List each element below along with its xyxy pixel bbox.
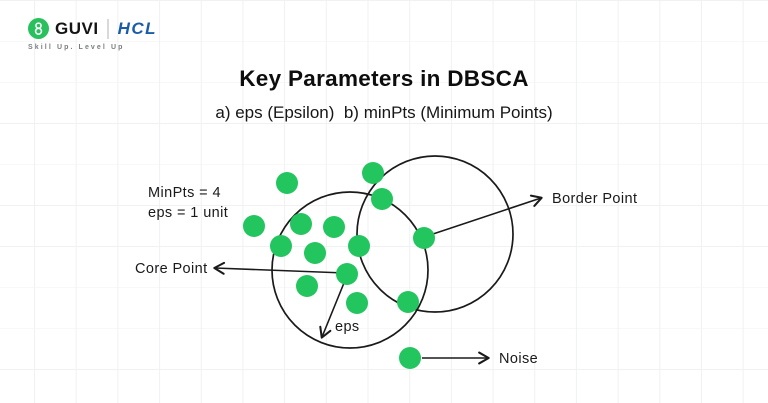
data-point — [362, 162, 384, 184]
data-point — [399, 347, 421, 369]
brand-divider — [106, 18, 109, 39]
page-title: Key Parameters in DBSCA — [239, 66, 529, 91]
data-point — [397, 291, 419, 313]
data-point — [336, 263, 358, 285]
brand-guvi-text: GUVI — [55, 18, 99, 38]
data-point — [413, 227, 435, 249]
minpts-eps-params-label: MinPts = 4 eps = 1 unit — [148, 185, 229, 221]
page-subtitle: a) eps (Epsilon) b) minPts (Minimum Poin… — [215, 103, 553, 122]
data-point — [323, 216, 345, 238]
data-point — [290, 213, 312, 235]
data-point — [270, 235, 292, 257]
guvi-logo-icon — [28, 18, 49, 39]
core-point-label: Core Point — [135, 261, 208, 277]
data-point — [348, 235, 370, 257]
border-point-arrow — [429, 194, 543, 236]
data-point — [371, 188, 393, 210]
brand-header: GUVI HCL Skill Up. Level Up — [28, 18, 157, 51]
eps-radius-label: eps — [335, 319, 360, 335]
noise-label: Noise — [499, 351, 539, 367]
eps-arrow — [319, 277, 347, 339]
brand-tagline: Skill Up. Level Up — [28, 44, 125, 51]
brand-hcl-text: HCL — [117, 18, 158, 38]
data-point — [276, 172, 298, 194]
core-point-arrow — [213, 261, 346, 275]
eps-neighborhood-circle — [356, 155, 514, 313]
diagram-shapes — [213, 155, 543, 369]
guvi-g-glyph — [34, 22, 43, 35]
data-point — [296, 275, 318, 297]
border-point-label: Border Point — [552, 191, 638, 207]
data-point — [304, 242, 326, 264]
data-point — [243, 215, 265, 237]
data-point — [346, 292, 368, 314]
